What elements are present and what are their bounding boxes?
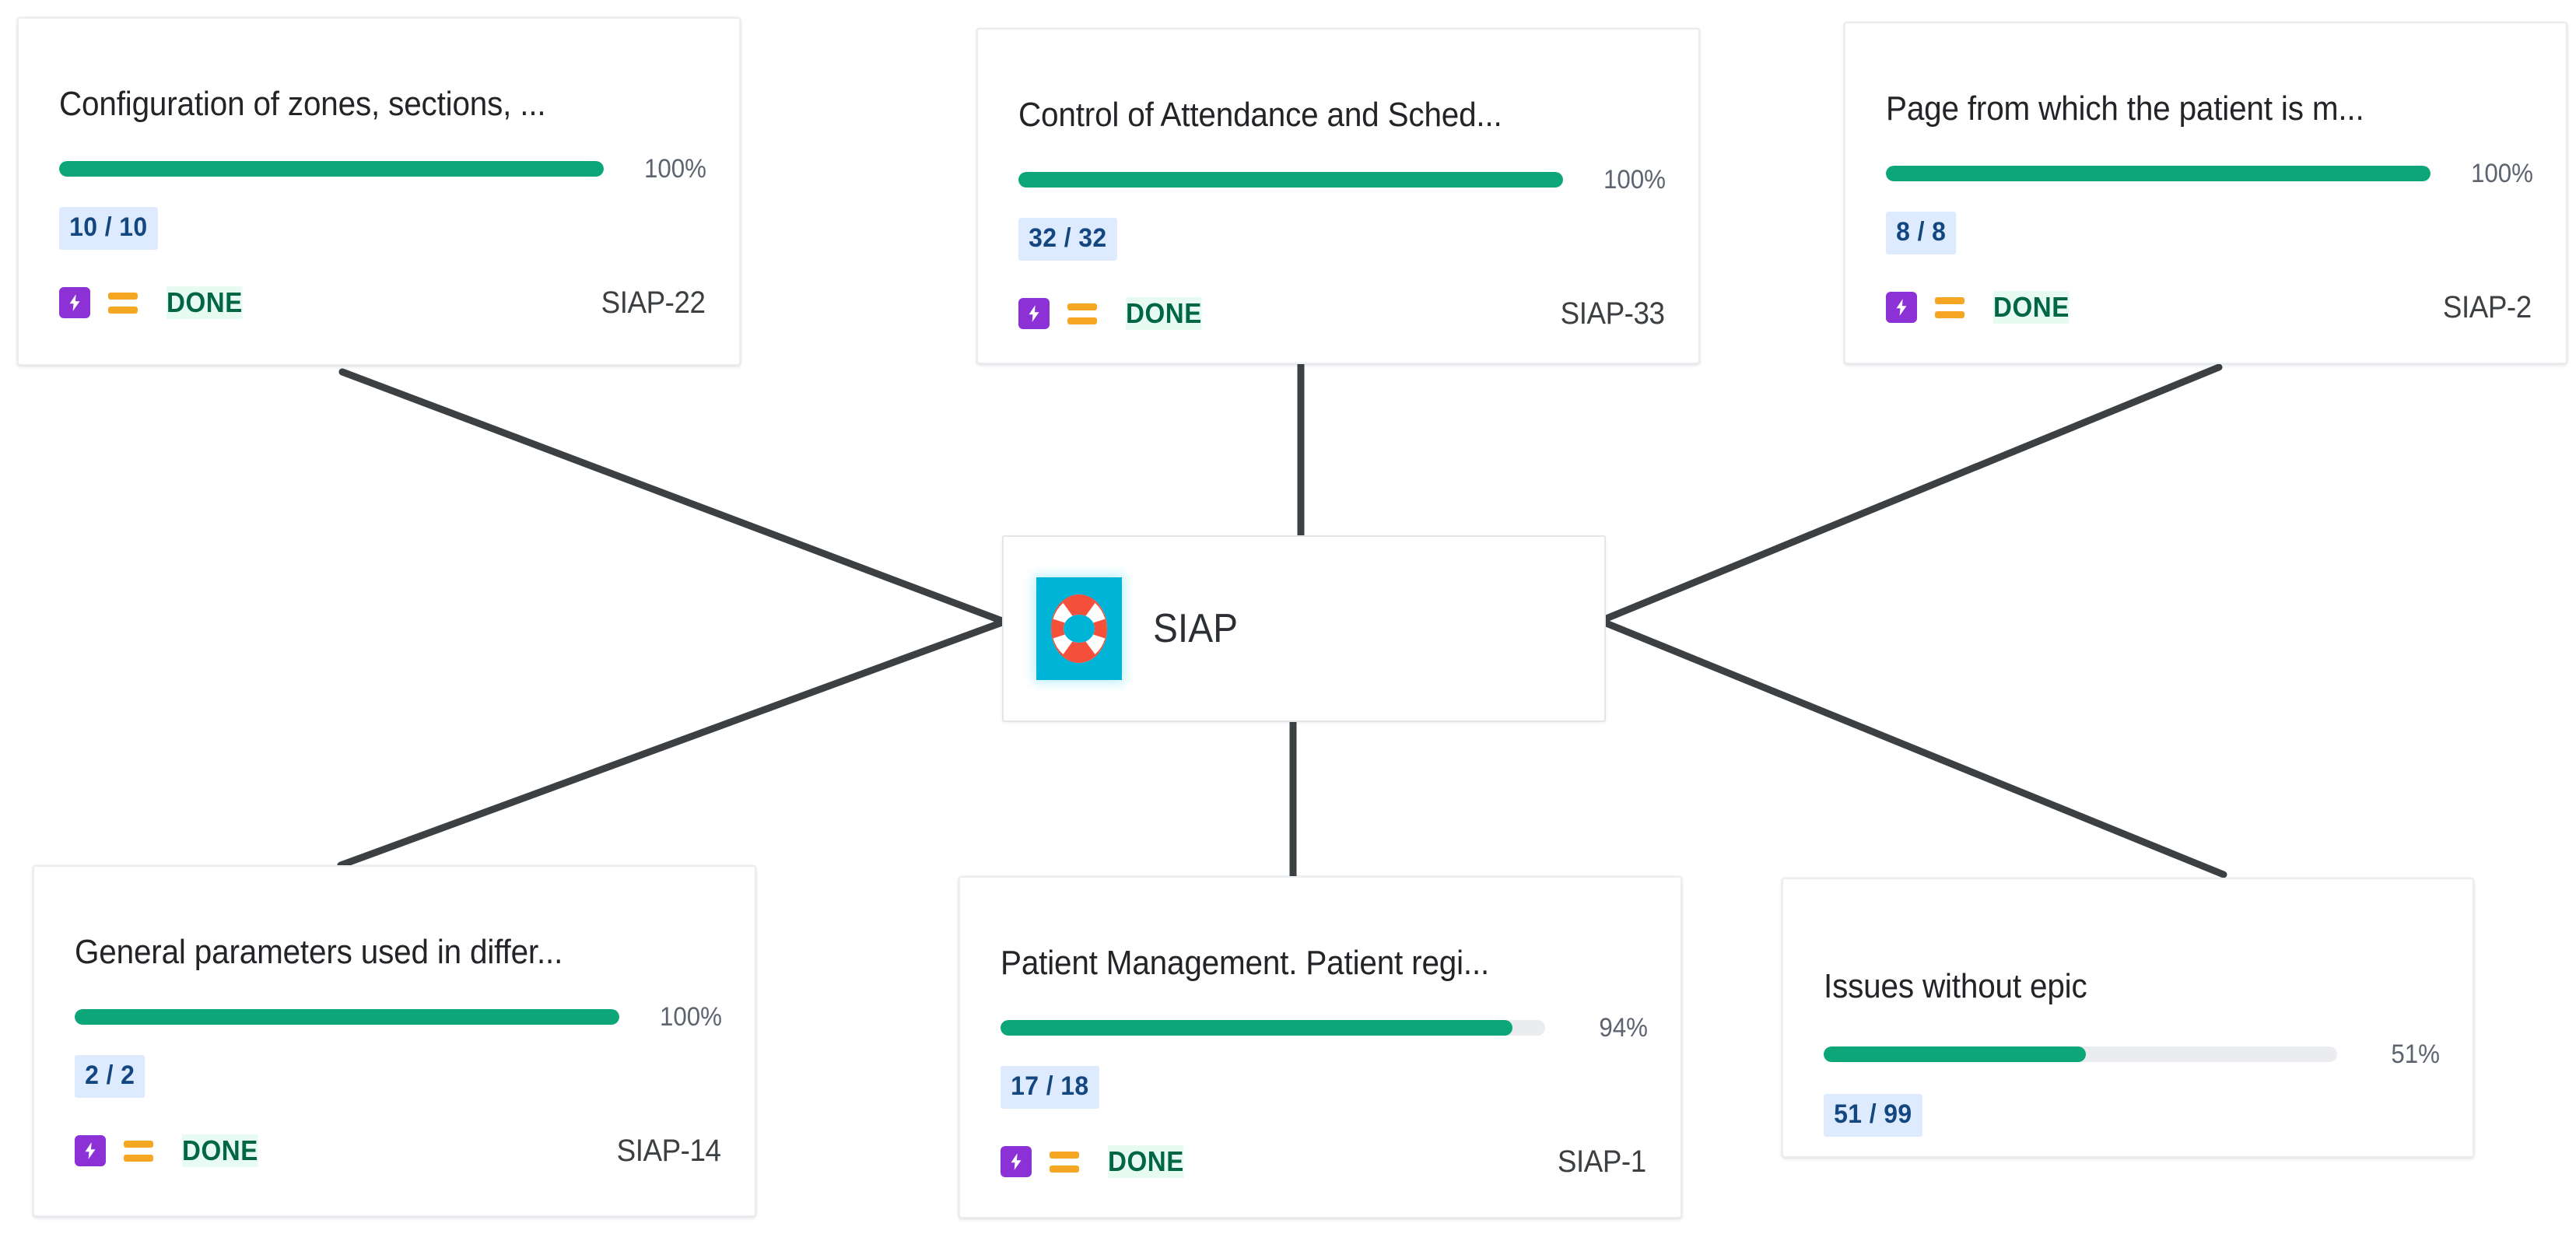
progress-track bbox=[59, 161, 604, 177]
epic-card-title: General parameters used in differ... bbox=[75, 933, 563, 971]
epic-card-siap-1[interactable]: Patient Management. Patient regi... 94% … bbox=[959, 876, 1682, 1218]
epic-card-siap-22[interactable]: Configuration of zones, sections, ... 10… bbox=[17, 17, 741, 366]
epic-card-title: Issues without epic bbox=[1824, 967, 2087, 1005]
progress-fill bbox=[1001, 1020, 1512, 1036]
epic-bolt-icon bbox=[59, 287, 90, 318]
epic-bolt-icon bbox=[1001, 1146, 1032, 1177]
lifebuoy-icon bbox=[1036, 577, 1122, 680]
center-node-label: SIAP bbox=[1153, 606, 1239, 651]
edge-issues-without-epic bbox=[1600, 619, 2227, 878]
epic-progress: 51% bbox=[1824, 1039, 2440, 1069]
progress-track bbox=[1018, 172, 1563, 188]
epic-card-title: Configuration of zones, sections, ... bbox=[59, 85, 546, 123]
issue-key: SIAP-22 bbox=[601, 285, 705, 320]
priority-medium-icon bbox=[106, 287, 140, 318]
progress-percent-label: 100% bbox=[643, 153, 706, 184]
epic-card-siap-33[interactable]: Control of Attendance and Sched... 100% … bbox=[976, 28, 1700, 364]
issue-count-badge: 8 / 8 bbox=[1886, 212, 1957, 254]
status-badge: DONE bbox=[1126, 297, 1202, 330]
status-badge: DONE bbox=[182, 1134, 258, 1167]
status-badge: DONE bbox=[1108, 1145, 1184, 1178]
epic-bolt-icon bbox=[1886, 292, 1917, 323]
issue-count-badge: 10 / 10 bbox=[59, 207, 158, 250]
priority-medium-icon bbox=[1047, 1146, 1081, 1177]
epic-progress: 100% bbox=[75, 1001, 722, 1032]
epic-status-row: DONE SIAP-1 bbox=[1001, 1142, 1646, 1181]
issue-count-badge: 2 / 2 bbox=[75, 1055, 145, 1098]
progress-fill bbox=[1886, 166, 2431, 181]
priority-medium-icon bbox=[1933, 292, 1967, 323]
issue-count-badge: 32 / 32 bbox=[1018, 218, 1117, 261]
progress-track bbox=[1824, 1046, 2337, 1062]
epic-status-row: DONE SIAP-33 bbox=[1018, 294, 1664, 333]
progress-fill bbox=[1824, 1046, 2086, 1062]
progress-fill bbox=[59, 161, 604, 177]
priority-medium-icon bbox=[1065, 298, 1099, 329]
epic-card-siap-14[interactable]: General parameters used in differ... 100… bbox=[33, 865, 756, 1217]
epic-progress: 94% bbox=[1001, 1012, 1648, 1043]
epic-progress: 100% bbox=[1886, 158, 2533, 188]
issue-key: SIAP-33 bbox=[1560, 296, 1664, 331]
epic-card-title: Page from which the patient is m... bbox=[1886, 89, 2364, 128]
epic-card-title: Control of Attendance and Sched... bbox=[1018, 96, 1502, 134]
epic-progress: 100% bbox=[59, 153, 706, 184]
priority-medium-icon bbox=[121, 1135, 156, 1166]
epic-card-issues-without-epic[interactable]: Issues without epic 51% 51 / 99 bbox=[1782, 878, 2474, 1158]
center-node-siap[interactable]: SIAP bbox=[1002, 535, 1606, 722]
progress-percent-label: 100% bbox=[2470, 158, 2533, 188]
status-badge: DONE bbox=[166, 286, 243, 319]
issue-count-badge: 17 / 18 bbox=[1001, 1066, 1099, 1109]
epic-bolt-icon bbox=[1018, 298, 1050, 329]
epic-status-row: DONE SIAP-22 bbox=[59, 283, 705, 322]
epic-card-siap-2[interactable]: Page from which the patient is m... 100%… bbox=[1844, 22, 2567, 364]
progress-track bbox=[1001, 1020, 1545, 1036]
status-badge: DONE bbox=[1993, 291, 2070, 324]
epic-status-row: DONE SIAP-14 bbox=[75, 1131, 720, 1170]
epic-progress: 100% bbox=[1018, 164, 1666, 195]
progress-track bbox=[75, 1009, 619, 1025]
progress-percent-label: 94% bbox=[1599, 1012, 1648, 1043]
issue-count-badge: 51 / 99 bbox=[1824, 1094, 1922, 1137]
issue-key: SIAP-1 bbox=[1558, 1144, 1646, 1179]
progress-fill bbox=[1018, 172, 1563, 188]
progress-percent-label: 100% bbox=[1603, 164, 1666, 195]
progress-fill bbox=[75, 1009, 619, 1025]
edge-siap-14 bbox=[337, 619, 1006, 869]
issue-key: SIAP-2 bbox=[2443, 289, 2532, 324]
progress-track bbox=[1886, 166, 2431, 181]
epic-status-row: DONE SIAP-2 bbox=[1886, 288, 2532, 327]
edge-siap-22 bbox=[338, 368, 1006, 625]
epic-bolt-icon bbox=[75, 1135, 106, 1166]
epic-card-title: Patient Management. Patient regi... bbox=[1001, 944, 1490, 982]
edge-siap-2 bbox=[1600, 363, 2223, 623]
progress-percent-label: 51% bbox=[2391, 1039, 2440, 1069]
issue-key: SIAP-14 bbox=[616, 1133, 720, 1168]
progress-percent-label: 100% bbox=[659, 1001, 722, 1032]
